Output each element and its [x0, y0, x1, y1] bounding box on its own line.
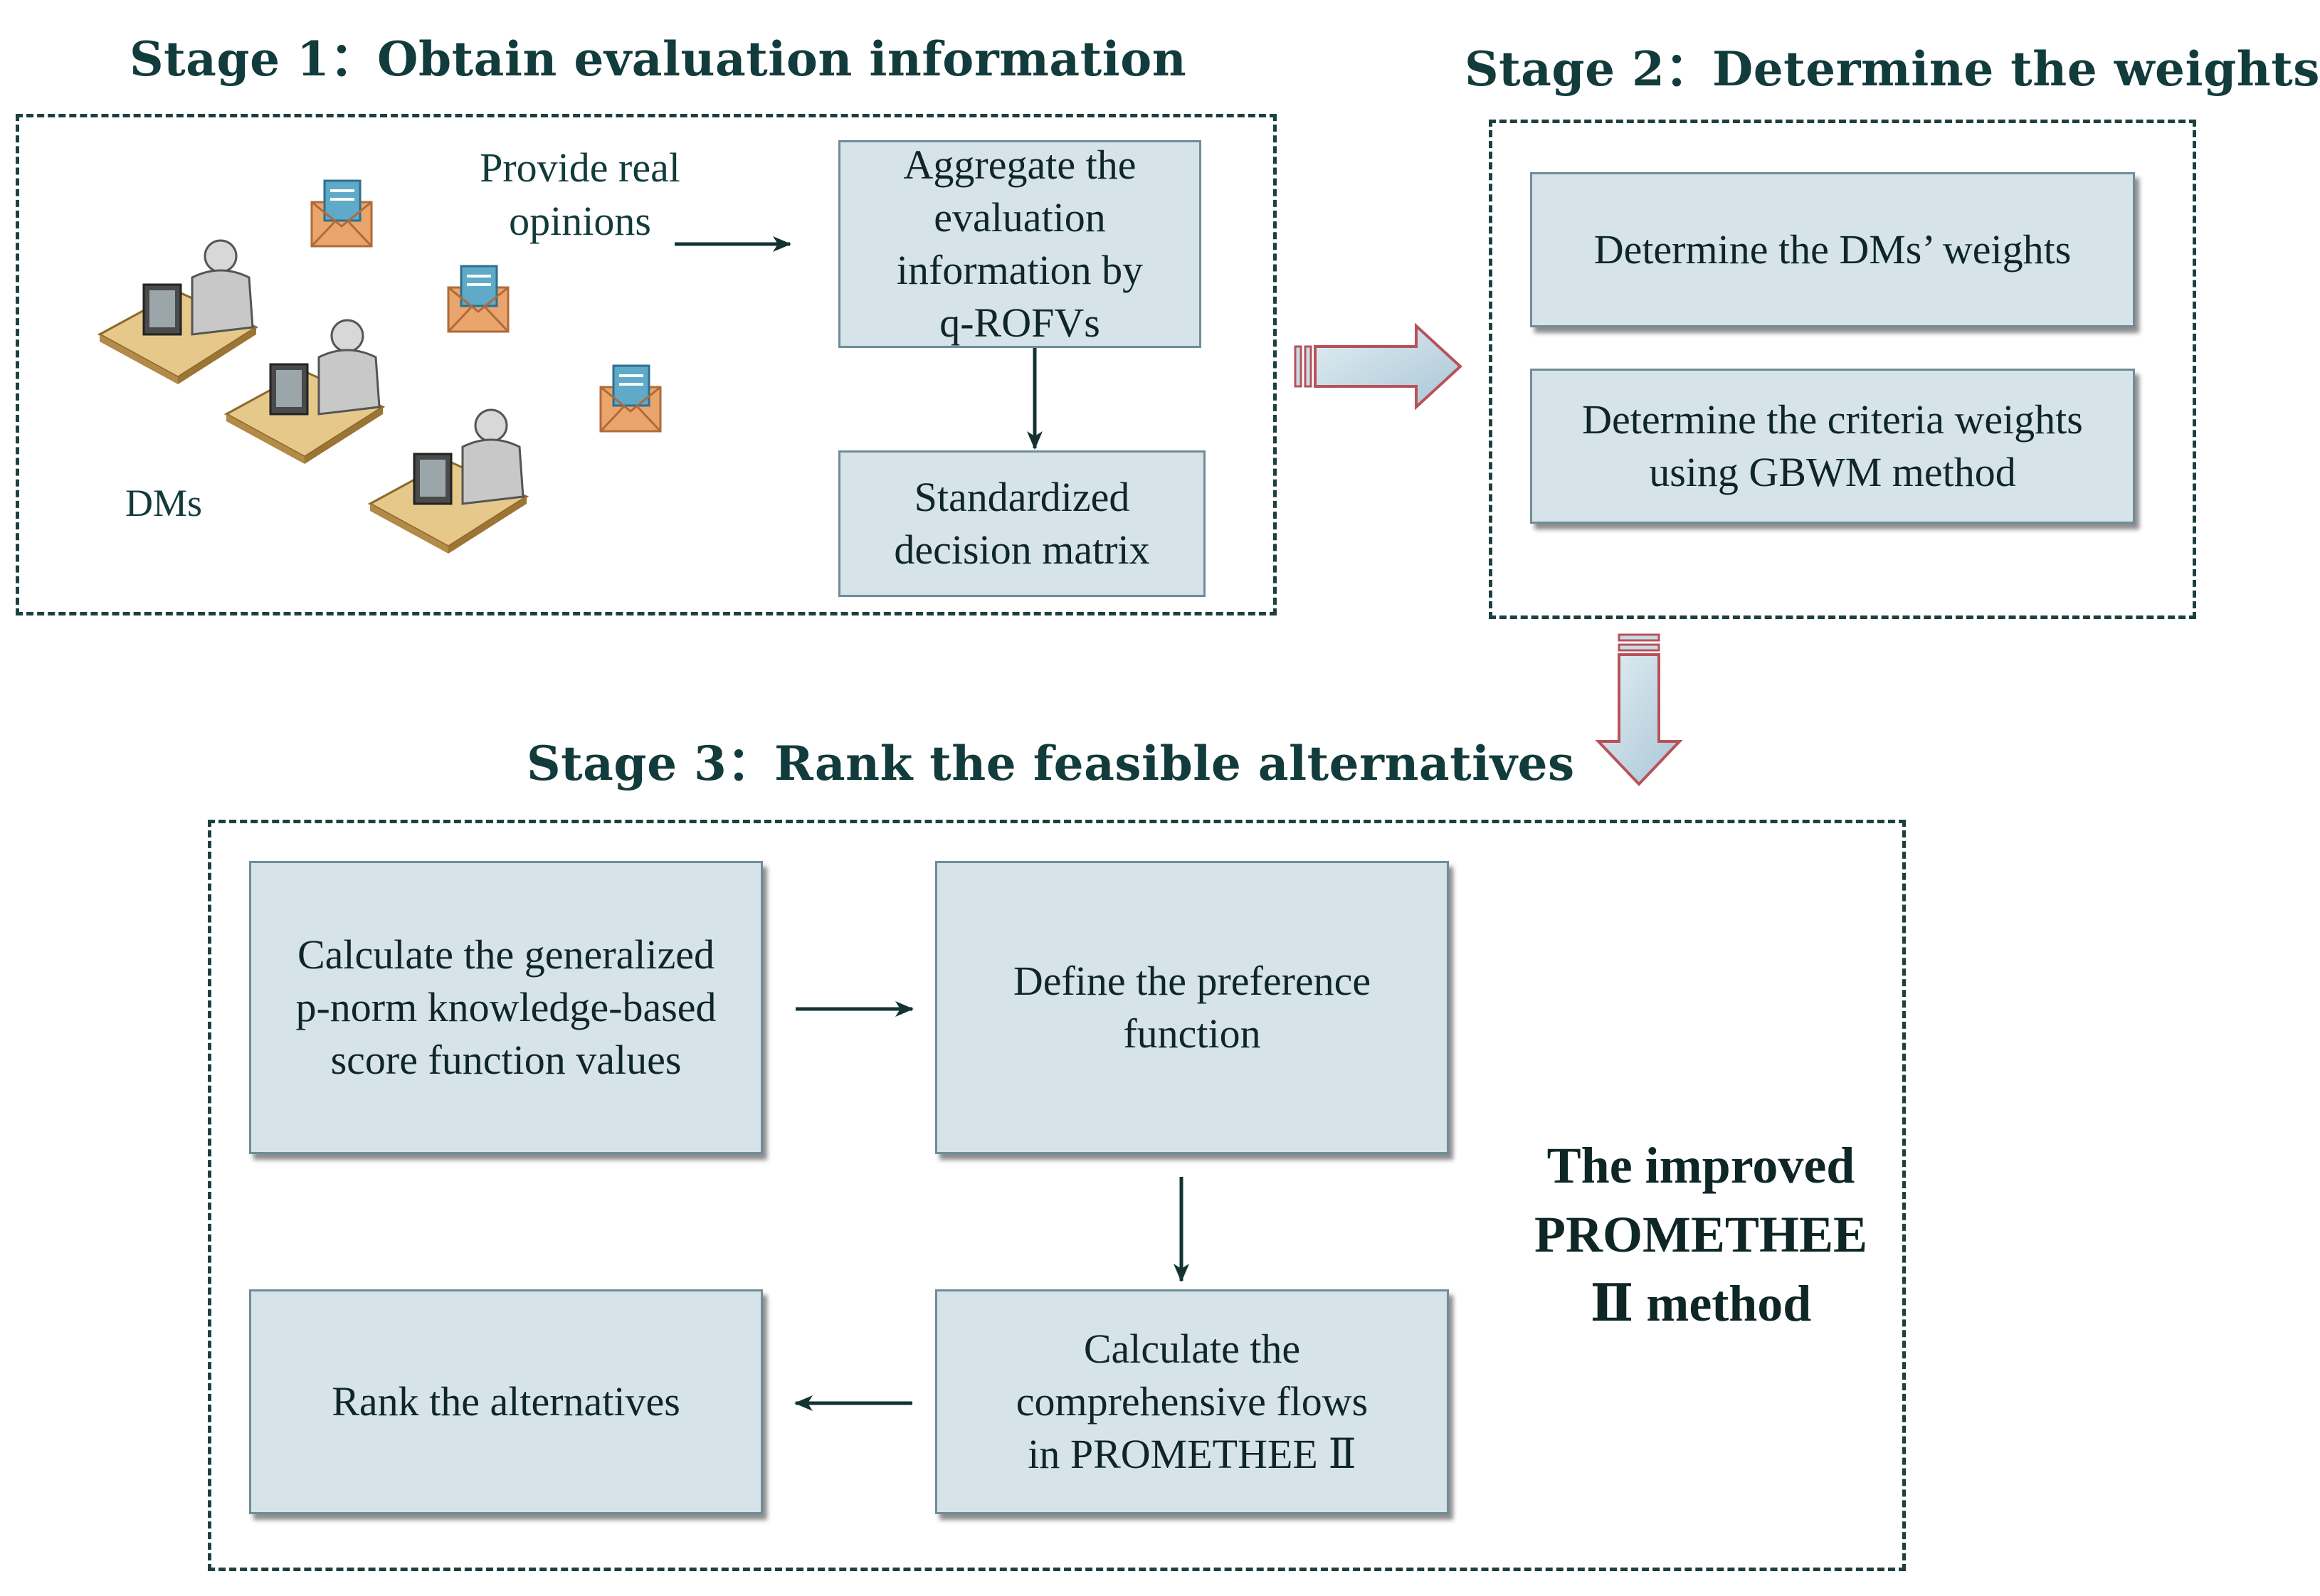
criteria-weights-line2: using GBWM method: [1649, 449, 2016, 495]
standardized-matrix-box: Standardized decision matrix: [838, 450, 1206, 597]
method-line3: Ⅱ method: [1590, 1275, 1812, 1333]
aggregate-line1: Aggregate the: [903, 141, 1137, 188]
flows-line2: comprehensive flows: [1016, 1378, 1369, 1425]
improved-promethee-label: The improved PROMETHEE Ⅱ method: [1516, 1131, 1886, 1339]
flows-line1: Calculate the: [1083, 1325, 1301, 1372]
stage1-to-stage2-block-arrow: [1294, 322, 1462, 411]
criteria-weights-line1: Determine the criteria weights: [1582, 396, 2083, 443]
computer-user-icon: [367, 408, 529, 554]
score-line3: score function values: [330, 1037, 682, 1084]
preference-function-box: Define the preference function: [935, 861, 1449, 1154]
envelope-icon: [599, 364, 662, 433]
computer-user-icon: [97, 239, 259, 384]
aggregate-line2: evaluation: [934, 194, 1106, 241]
method-line1: The improved: [1546, 1137, 1855, 1194]
dms-label: DMs: [125, 482, 203, 524]
aggregate-line4: q-ROFVs: [939, 300, 1100, 347]
comprehensive-flows-box: Calculate the comprehensive flows in PRO…: [935, 1289, 1449, 1514]
method-line2: PROMETHEE: [1534, 1206, 1868, 1264]
stage3-title: Stage 3：Rank the feasible alternatives: [527, 736, 1575, 791]
stage2-to-stage3-block-arrow: [1595, 633, 1683, 786]
envelope-icon: [310, 179, 373, 248]
criteria-weights-box: Determine the criteria weights using GBW…: [1530, 369, 2135, 524]
score-line2: p-norm knowledge-based: [295, 983, 717, 1030]
stage3-frame: [208, 820, 1906, 1571]
provide-opinions-line1: Provide real: [480, 144, 680, 191]
diagram-connectors: [97, 179, 1683, 1411]
standardized-line2: decision matrix: [894, 527, 1150, 573]
provide-opinions-label: Provide real opinions: [441, 141, 719, 248]
stage1-title: Stage 1：Obtain evaluation information: [130, 31, 1187, 87]
preference-line2: function: [1123, 1010, 1261, 1057]
preference-line1: Define the preference: [1013, 957, 1371, 1004]
score-line1: Calculate the generalized: [297, 931, 715, 978]
stage1-frame: [16, 114, 1277, 615]
aggregate-box: Aggregate the evaluation information by …: [838, 140, 1201, 348]
rank-alternatives-box: Rank the alternatives: [249, 1289, 763, 1514]
provide-opinions-line2: opinions: [509, 198, 651, 245]
standardized-line1: Standardized: [914, 473, 1130, 520]
computer-user-icon: [223, 319, 386, 464]
aggregate-line3: information by: [896, 247, 1144, 293]
envelope-icon: [447, 265, 510, 333]
stage2-frame: [1489, 120, 2196, 619]
flows-line3: in PROMETHEE Ⅱ: [1028, 1431, 1356, 1478]
stage2-title: Stage 2：Determine the weights: [1465, 41, 2320, 97]
dm-weights-box: Determine the DMs’ weights: [1530, 172, 2135, 327]
score-function-box: Calculate the generalized p-norm knowled…: [249, 861, 763, 1154]
